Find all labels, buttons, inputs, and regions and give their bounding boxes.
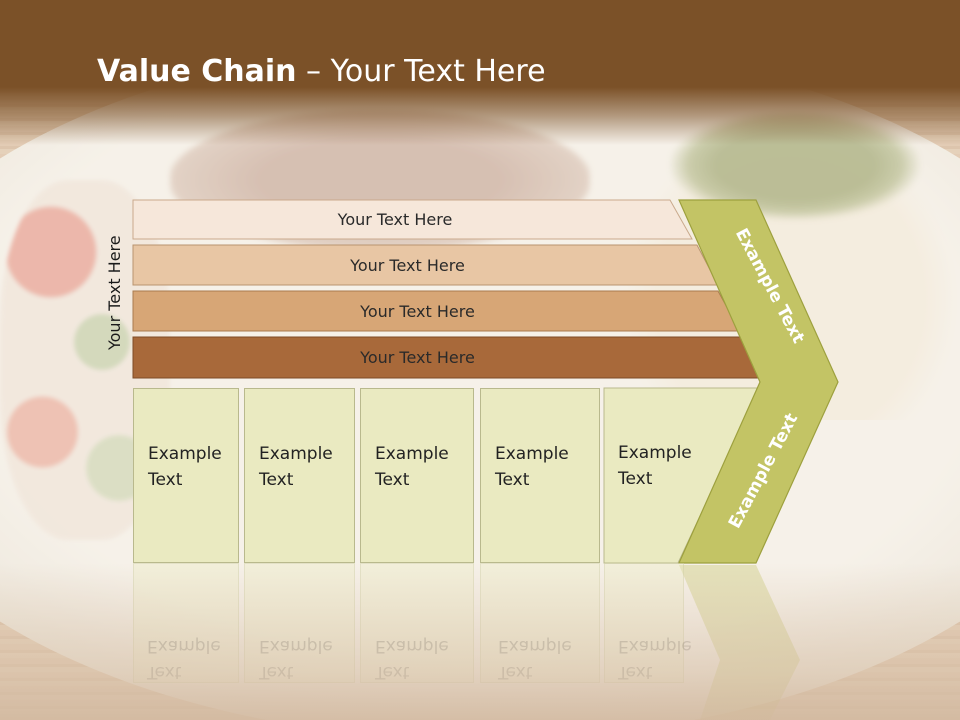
row-shape-1[interactable] [132, 199, 693, 240]
box-4[interactable]: Example Text [480, 388, 600, 563]
slide-title[interactable]: Value Chain – Your Text Here [97, 54, 546, 89]
header-bar: Value Chain – Your Text Here [0, 0, 960, 145]
row-3: Your Text Here [133, 292, 718, 330]
row-3-label: Your Text Here [360, 301, 475, 321]
box-3[interactable]: Example Text [360, 388, 474, 563]
row-2-label: Your Text Here [350, 255, 465, 275]
box-1-line1: Example [148, 444, 222, 464]
box-2-line1: Example [259, 444, 333, 464]
box-4-line2: Text [495, 470, 530, 490]
row-2: Your Text Here [133, 246, 698, 284]
row-4: Your Text Here [133, 338, 718, 376]
slide-title-rest: – Your Text Here [296, 54, 546, 89]
row-1-label: Your Text Here [337, 209, 453, 229]
box-4-line1: Example [495, 444, 569, 464]
row-1: Your Text Here [133, 200, 673, 238]
box-3-line1: Example [375, 444, 449, 464]
box-1-line2: Text [148, 470, 183, 490]
row-4-label: Your Text Here [360, 347, 475, 367]
box-2[interactable]: Example Text [244, 388, 355, 563]
box-5-line2: Text [618, 469, 653, 489]
reflection: Text Example Text Example Text Example T… [0, 563, 960, 720]
box-2-line2: Text [259, 470, 294, 490]
slide-title-bold: Value Chain [97, 54, 297, 89]
box-5-line1: Example [618, 443, 692, 463]
reflection-fade [0, 563, 960, 720]
box-5[interactable]: Example Text [618, 388, 728, 563]
box-1[interactable]: Example Text [133, 388, 239, 563]
box-3-line2: Text [375, 470, 410, 490]
